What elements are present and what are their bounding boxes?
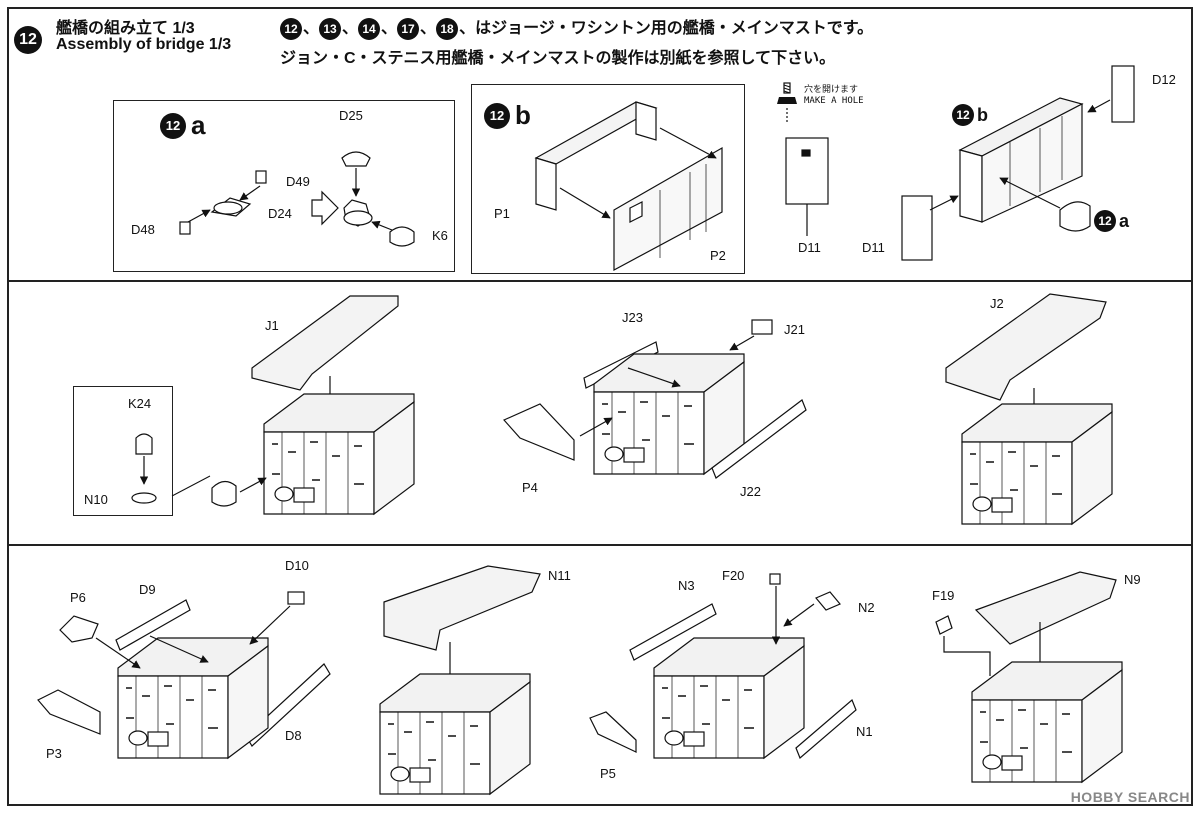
subassembly-12b-number: 12 (484, 102, 510, 129)
ref-12b-letter: b (977, 104, 988, 125)
note-badge-17: 17 (397, 17, 420, 40)
subassembly-12b-letter: b (515, 100, 531, 130)
instruction-sheet-frame (7, 7, 1193, 806)
part-label-k6: K6 (432, 228, 448, 243)
subassembly-12a-frame (113, 100, 455, 272)
part-label-j23: J23 (622, 310, 643, 325)
part-label-j1: J1 (265, 318, 279, 333)
watermark: HOBBY SEARCH (1070, 789, 1190, 805)
part-label-d11-second: D11 (862, 240, 885, 255)
note-badge-13: 13 (319, 17, 342, 40)
ref-12a-letter: a (1119, 210, 1130, 231)
part-label-n10: N10 (84, 492, 108, 507)
part-label-p1: P1 (494, 206, 510, 221)
row-divider-1 (7, 280, 1193, 282)
part-label-d24: D24 (268, 206, 292, 221)
part-label-n9: N9 (1124, 572, 1141, 587)
subassembly-12a-number: 12 (160, 112, 186, 139)
subassembly-12b-frame (471, 84, 745, 274)
note-line-1: 12、13、14、17、18、はジョージ・ワシントン用の艦橋・メインマストです。 (280, 14, 873, 40)
part-label-d9: D9 (139, 582, 156, 597)
make-hole-note-en: MAKE A HOLE (804, 96, 864, 106)
part-label-k24: K24 (128, 396, 152, 411)
part-label-j21: J21 (784, 322, 805, 337)
part-label-f19: F19 (932, 588, 955, 603)
make-hole-note-jp: 穴を開けます (804, 84, 859, 94)
drill-icon (777, 82, 797, 104)
part-label-d11: D11 (798, 240, 821, 255)
step-title-jp: 艦橋の組み立て 1/3 (56, 20, 195, 37)
part-label-d8: D8 (285, 728, 302, 743)
part-label-p4: P4 (522, 480, 538, 495)
ref-12a-number: 12 (1094, 210, 1116, 232)
part-label-d48: D48 (131, 222, 155, 237)
note-badge-12: 12 (280, 17, 302, 40)
part-label-p6: P6 (70, 590, 86, 605)
part-label-j2: J2 (990, 296, 1004, 311)
subassembly-12a-letter: a (191, 110, 206, 140)
part-label-n3: N3 (678, 578, 695, 593)
note-badge-14: 14 (358, 17, 381, 40)
part-label-n1: N1 (856, 724, 873, 739)
part-label-d12: D12 (1152, 72, 1176, 87)
row-divider-2 (7, 544, 1193, 546)
part-label-f20: F20 (722, 568, 745, 583)
k24-detail-frame (73, 386, 173, 516)
part-label-j22: J22 (740, 484, 761, 499)
part-label-n11: N11 (548, 568, 571, 583)
note-badge-18: 18 (436, 17, 459, 40)
part-label-p5: P5 (600, 766, 616, 781)
part-label-p2: P2 (710, 248, 726, 263)
step-number-badge: 12 (14, 26, 42, 54)
part-label-d49: D49 (286, 174, 310, 189)
note-line-2: ジョン・C・ステニス用艦橋・メインマストの製作は別紙を参照して下さい。 (280, 50, 836, 67)
step-title-en: Assembly of bridge 1/3 (56, 36, 232, 53)
part-label-d25: D25 (339, 108, 363, 123)
part-label-n2: N2 (858, 600, 875, 615)
note-line-1-text: 、はジョージ・ワシントン用の艦橋・メインマストです。 (459, 20, 874, 37)
part-label-d10: D10 (285, 558, 309, 573)
ref-12b-number: 12 (952, 104, 974, 126)
part-label-p3: P3 (46, 746, 62, 761)
